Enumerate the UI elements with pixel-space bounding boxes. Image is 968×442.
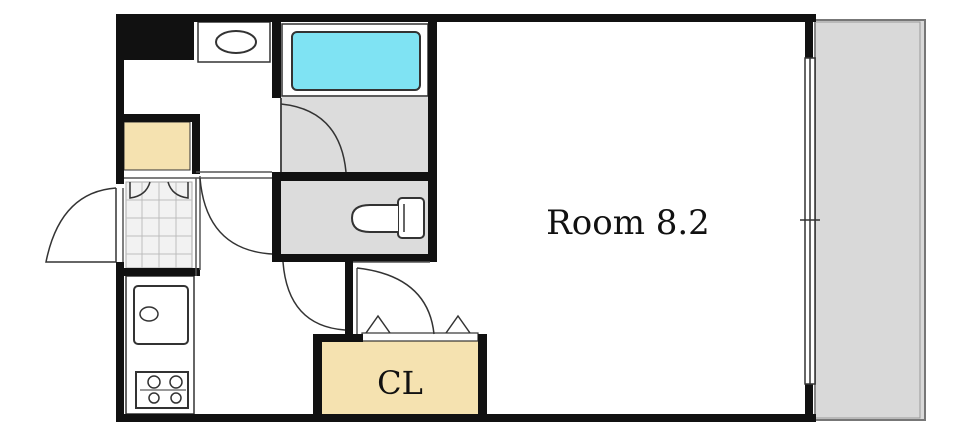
washbasin-icon: [215, 30, 257, 54]
shoe-box: [123, 121, 191, 171]
bathroom-floor: [280, 95, 430, 175]
shoe-cabinet-door-icon: [129, 181, 189, 199]
bathtub-icon: [291, 31, 421, 91]
room-label: Room 8.2: [546, 203, 710, 243]
kitchen-sink-drain: [139, 306, 159, 322]
walls: [116, 14, 816, 422]
kitchen-sink-icon: [133, 285, 189, 345]
balcony: [814, 19, 926, 421]
toilet-icon: [350, 204, 398, 233]
window: [800, 57, 820, 385]
closet-label: CL: [377, 364, 423, 402]
toilet-tank: [397, 197, 425, 239]
gas-stove-icon: [135, 371, 189, 409]
closet-rail: [361, 332, 479, 342]
door-swing-icon: [45, 98, 435, 335]
closet-door-icon: [365, 314, 471, 334]
entrance-tile-floor: [125, 181, 193, 269]
closet: [320, 340, 480, 418]
